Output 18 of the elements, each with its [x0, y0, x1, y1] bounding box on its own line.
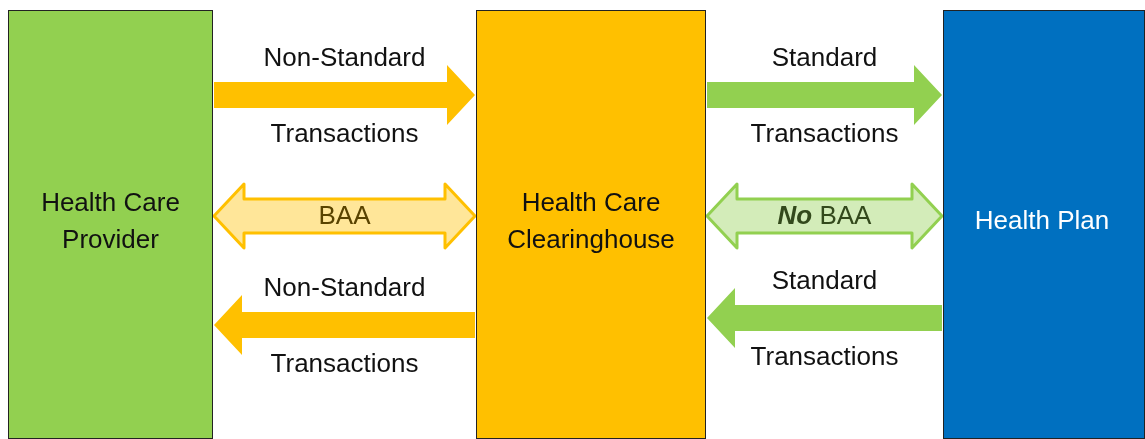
edge-label: Non-Standard Transactions [262, 271, 427, 380]
block-arrow [214, 65, 475, 125]
entity-box [943, 10, 1145, 439]
edge-label: BAA [317, 200, 372, 230]
block-arrow [707, 65, 942, 125]
double-block-arrow [705, 182, 944, 250]
block-arrow [707, 288, 942, 348]
entity-label: Health Care Clearinghouse [506, 186, 676, 256]
edge-label: Standard Transactions [749, 264, 900, 373]
edge-label: Non-Standard Transactions [262, 41, 427, 150]
edge-label: Standard Transactions [749, 41, 900, 150]
entity-label: Health Care Provider [40, 186, 181, 256]
entity-box [476, 10, 706, 439]
entity-box [8, 10, 213, 439]
entity-label: Health Plan [974, 204, 1110, 238]
block-arrow [214, 295, 475, 355]
edge-label: No BAA [776, 200, 873, 230]
double-block-arrow [212, 182, 477, 250]
